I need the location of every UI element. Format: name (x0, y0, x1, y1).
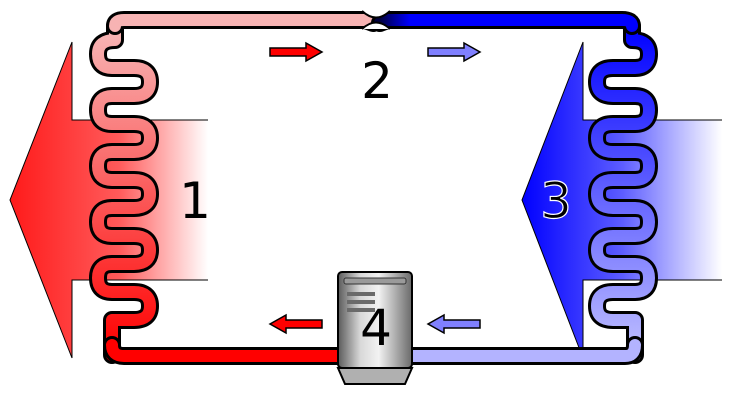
condenser-coil (89, 17, 159, 364)
top-pipe-cold (371, 10, 641, 35)
expansion-valve-label: 2 (361, 52, 393, 110)
flow-arrow-icon (426, 313, 481, 335)
compressor-label: 4 (360, 299, 392, 357)
condenser-label: 1 (179, 172, 211, 230)
flow-arrow-icon (269, 41, 324, 63)
bottom-pipe-hot (103, 336, 354, 365)
flow-arrow-icon (268, 313, 323, 335)
evaporator-label: 3 (540, 172, 572, 230)
flow-arrow-icon (427, 41, 482, 63)
evaporator-coil (588, 17, 658, 364)
top-pipe-hot (106, 11, 382, 35)
expansion-valve (361, 10, 391, 30)
compressor-icon (336, 271, 414, 385)
bottom-pipe-cold (396, 336, 644, 365)
